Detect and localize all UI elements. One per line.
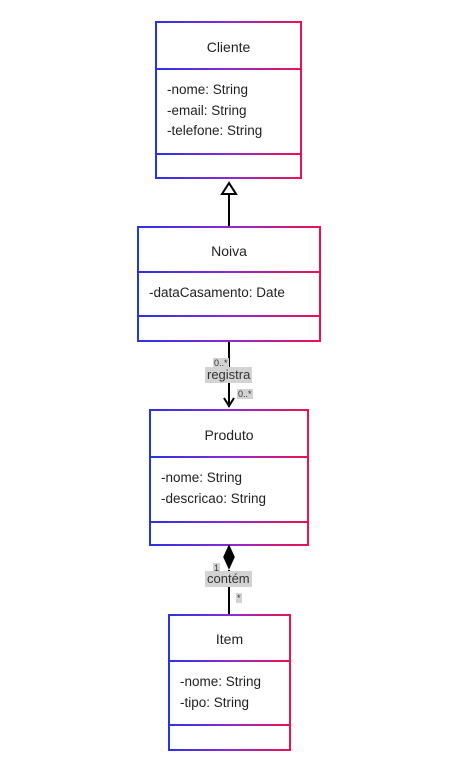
- contem-label: contém: [205, 571, 252, 587]
- open-arrowhead-icon: [223, 397, 235, 408]
- attribute: -descricao: String: [161, 490, 267, 506]
- class-item-divider-1: [170, 660, 289, 662]
- attribute: -email: String: [167, 102, 247, 118]
- class-item-attributes: -nome: String -tipo: String: [170, 662, 289, 713]
- class-noiva-name: Noiva: [211, 242, 247, 259]
- registra-source-multiplicity: 0..*: [213, 358, 229, 368]
- attribute: -telefone: String: [167, 123, 263, 138]
- registra-target-multiplicity: 0..*: [237, 389, 253, 399]
- attribute: -nome: String: [167, 82, 249, 97]
- class-noiva-divider-1: [139, 271, 319, 273]
- class-produto-divider-1: [151, 456, 307, 458]
- class-item-name: Item: [215, 631, 244, 647]
- inheritance-arrowhead-icon: [220, 181, 238, 195]
- attribute: -nome: String: [161, 470, 243, 485]
- class-noiva-divider-2: [139, 315, 319, 317]
- attribute: -tipo: String: [180, 694, 250, 710]
- class-produto-divider-2: [151, 521, 307, 523]
- class-cliente[interactable]: Cliente -nome: String -email: String -te…: [155, 21, 302, 179]
- composition-diamond-icon: [223, 544, 235, 570]
- contem-target-multiplicity: *: [236, 593, 242, 603]
- registra-label: registra: [205, 367, 253, 383]
- attribute: -dataCasamento: Date: [149, 285, 285, 300]
- class-cliente-name: Cliente: [206, 38, 251, 55]
- class-cliente-attributes: -nome: String -email: String -telefone: …: [157, 70, 300, 142]
- class-produto[interactable]: Produto -nome: String -descricao: String: [149, 409, 309, 546]
- class-item[interactable]: Item -nome: String -tipo: String: [168, 614, 291, 751]
- contem-source-multiplicity: 1: [213, 563, 221, 573]
- class-cliente-divider-2: [157, 153, 300, 155]
- attribute: -nome: String: [180, 674, 262, 689]
- class-produto-attributes: -nome: String -descricao: String: [151, 458, 307, 509]
- class-cliente-divider-1: [157, 68, 300, 70]
- class-produto-name: Produto: [204, 426, 254, 443]
- class-item-divider-2: [170, 724, 289, 726]
- inheritance-connector[interactable]: [220, 181, 238, 226]
- class-noiva-attributes: -dataCasamento: Date: [139, 273, 319, 304]
- class-noiva[interactable]: Noiva -dataCasamento: Date: [137, 226, 321, 342]
